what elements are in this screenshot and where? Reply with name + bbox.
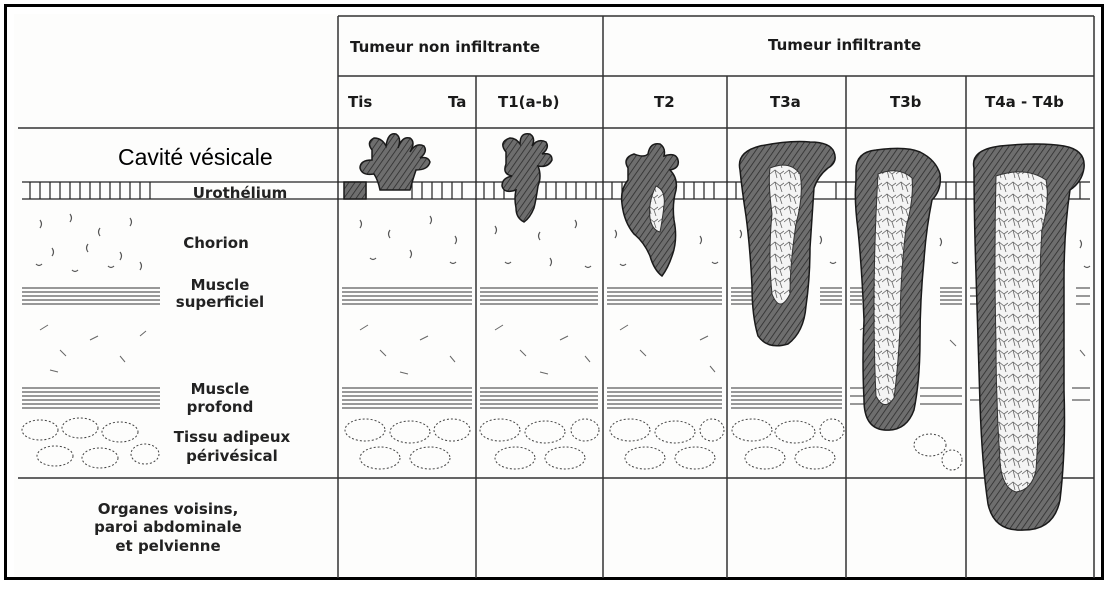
tumor-t1 — [502, 134, 552, 222]
header-tumeur-infiltrante: Tumeur infiltrante — [768, 36, 921, 54]
layer-tissu-adipeux-line1: Tissu adipeux — [162, 428, 302, 447]
tumor-ta — [344, 134, 430, 199]
stage-t4: T4a - T4b — [985, 93, 1064, 111]
layer-organes-line2: paroi abdominale — [58, 518, 278, 537]
stage-t2: T2 — [654, 93, 675, 111]
header-tumeur-non-infiltrante: Tumeur non infiltrante — [350, 38, 540, 56]
stage-t1: T1(a-b) — [498, 93, 559, 111]
stage-ta: Ta — [448, 93, 466, 111]
layer-muscle-superficiel-line2: superficiel — [170, 293, 270, 312]
layer-muscle-profond-line2: profond — [170, 398, 270, 417]
layer-muscle-profond-line1: Muscle — [170, 380, 270, 399]
tumor-t2 — [622, 144, 679, 276]
stage-t3b: T3b — [890, 93, 921, 111]
stage-tis: Tis — [348, 93, 372, 111]
layer-cavite-vesicale: Cavité vésicale — [118, 144, 273, 171]
layer-tissu-adipeux-line2: périvésical — [162, 447, 302, 466]
stage-t3a: T3a — [770, 93, 801, 111]
layer-organes-line3: et pelvienne — [58, 537, 278, 556]
layer-chorion: Chorion — [180, 234, 252, 253]
tumor-t4 — [974, 144, 1085, 530]
layer-urothelium: Urothélium — [180, 184, 300, 203]
submucosa-texture — [40, 325, 1085, 374]
layer-organes-line1: Organes voisins, — [58, 500, 278, 519]
